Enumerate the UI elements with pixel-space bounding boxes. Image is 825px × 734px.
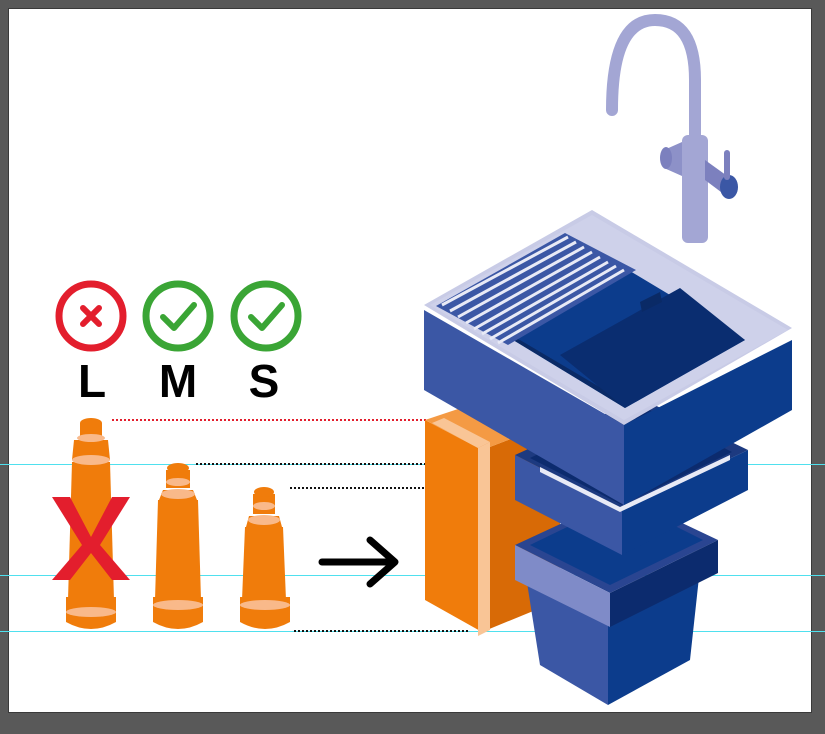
check-circle-icon bbox=[142, 280, 214, 352]
size-label-l: L bbox=[78, 355, 106, 407]
drying-rack bbox=[436, 233, 636, 345]
arrow-right-icon bbox=[318, 536, 399, 588]
cross-circle-icon bbox=[55, 280, 127, 352]
size-label-s: S bbox=[249, 355, 280, 407]
faucet bbox=[606, 13, 738, 243]
size-label-m: M bbox=[159, 355, 197, 407]
filter-cartridge-medium bbox=[153, 463, 203, 629]
check-circle-icon bbox=[230, 280, 302, 352]
reject-x-mark bbox=[52, 497, 130, 580]
guide-line-2 bbox=[0, 575, 825, 576]
guide-line-3 bbox=[0, 631, 825, 632]
filter-cartridge-small bbox=[240, 487, 290, 629]
